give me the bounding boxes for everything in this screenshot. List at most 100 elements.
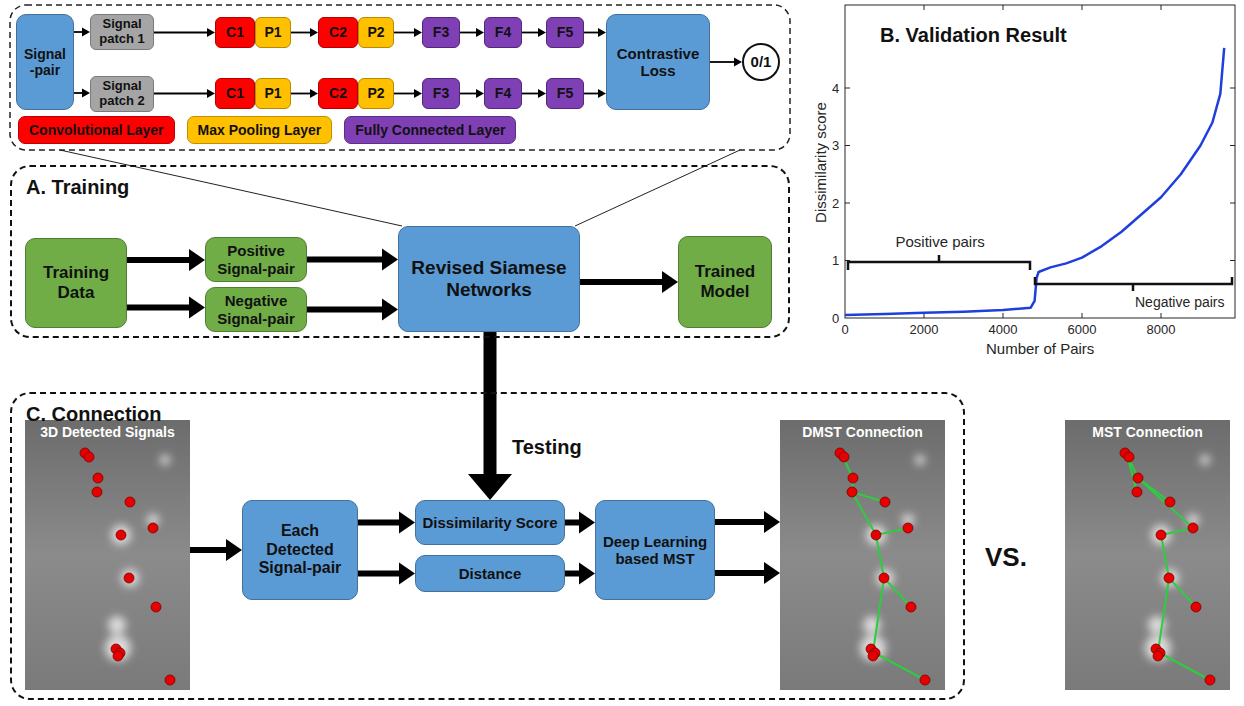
legend-swatch: Convolutional Layer (18, 116, 175, 144)
flow-arrow (127, 297, 205, 319)
tick-label: 2 (832, 196, 839, 211)
box-label: F3 (426, 24, 456, 40)
process-box: Distance (415, 555, 565, 592)
box-label: C2 (322, 24, 354, 40)
tick-label: 6000 (1068, 322, 1097, 337)
fc-layer-box: F5 (546, 78, 584, 109)
data-box: Trained Model (678, 236, 772, 328)
box-label: A. Training (12, 167, 788, 199)
flow-arrow (715, 511, 780, 533)
pool-layer-box: P2 (358, 78, 394, 109)
box-label: F5 (550, 24, 580, 40)
box-label: DMST Connection (780, 424, 945, 440)
patch-box: Signal patch 1 (90, 14, 154, 50)
tick-label: 4000 (989, 322, 1018, 337)
box-label: Signal patch 1 (94, 17, 150, 47)
process-box: Signal -pair (16, 14, 74, 110)
panel-region: A. TrainingTraining Data Positive Signal-… (10, 165, 790, 338)
box-label: Deep Learning based MST (601, 533, 709, 568)
fc-layer-box: F3 (422, 78, 460, 109)
image-panel: DMST Connection (780, 420, 945, 690)
box-label: Positive Signal-pair (211, 242, 301, 277)
tick-label: 3 (832, 138, 839, 153)
fc-layer-box: F3 (422, 17, 460, 48)
validation-chart (845, 5, 1235, 318)
flow-arrow (565, 512, 595, 534)
tick-label: 0 (842, 322, 849, 337)
tick-label: 2000 (910, 322, 939, 337)
patch-box: Signal patch 2 (90, 76, 154, 112)
bracket-label: Positive pairs (896, 233, 985, 250)
flow-arrow (522, 28, 546, 37)
flow-arrow (307, 299, 398, 321)
conv-layer-box: C2 (318, 78, 358, 109)
flow-arrow (127, 249, 205, 271)
flow-arrow (307, 249, 398, 271)
fc-layer-box: F4 (484, 78, 522, 109)
box-label: Dissimilarity Score (421, 514, 559, 531)
data-box: Negative Signal-pair (205, 287, 307, 332)
detected-signals-image (25, 420, 190, 690)
pool-layer-box: P2 (358, 17, 394, 48)
data-box: Positive Signal-pair (205, 237, 307, 282)
conv-layer-box: C2 (318, 17, 358, 48)
process-box: Each Detected Signal-pair (242, 500, 358, 600)
pool-layer-box: P1 (255, 78, 291, 109)
panel-region: C. Connection3D Detected SignalsEach Det… (10, 392, 965, 700)
box-label: F4 (488, 85, 518, 101)
process-box: Revised Siamese Networks (398, 226, 580, 332)
flow-arrow (190, 539, 242, 561)
box-label: F5 (550, 85, 580, 101)
box-label: Distance (421, 565, 559, 582)
flow-arrow (291, 89, 318, 98)
flow-arrow (291, 28, 318, 37)
process-box: Dissimilarity Score (415, 500, 565, 545)
chart-title: B. Validation Result (880, 24, 1067, 47)
image-panel: MST Connection (1065, 420, 1230, 690)
process-box: Deep Learning based MST (595, 500, 715, 600)
process-box: Contrastive Loss (606, 14, 710, 110)
detail-inset-outline (10, 5, 790, 150)
box-label: Trained Model (684, 262, 766, 301)
dmst-image (780, 420, 945, 690)
box-label: P1 (259, 85, 287, 101)
axis-title: Number of Pairs (986, 340, 1094, 357)
legend-text: Max Pooling Layer (198, 122, 322, 138)
flow-arrow (565, 563, 595, 585)
box-label: F4 (488, 24, 518, 40)
flow-arrow (715, 562, 780, 584)
flow-arrow (460, 28, 484, 37)
box-label: C2 (322, 85, 354, 101)
flow-arrow (358, 512, 415, 534)
box-label: MST Connection (1065, 424, 1230, 440)
flow-arrow (710, 58, 742, 67)
conv-layer-box: C1 (215, 78, 255, 109)
box-label: 3D Detected Signals (25, 424, 190, 440)
flow-arrow (394, 89, 422, 98)
conv-layer-box: C1 (215, 17, 255, 48)
legend-text: Convolutional Layer (29, 122, 164, 138)
box-label: C1 (219, 85, 251, 101)
box-label: C1 (219, 24, 251, 40)
flow-arrow (580, 271, 678, 293)
axis-title: Dissimilarity score (811, 102, 828, 223)
flow-arrow (522, 89, 546, 98)
flow-arrow (74, 28, 90, 37)
bracket-label: Negative pairs (1135, 294, 1225, 310)
output-circle: 0/1 (742, 43, 780, 81)
flow-arrow (394, 28, 422, 37)
zoom-leader-lines (60, 150, 740, 226)
box-label: Each Detected Signal-pair (248, 522, 352, 577)
flow-arrow (358, 563, 415, 585)
box-label: Negative Signal-pair (211, 292, 301, 327)
pool-layer-box: P1 (255, 17, 291, 48)
legend-text: Fully Connected Layer (355, 122, 505, 138)
data-box: Training Data (25, 238, 127, 328)
flow-arrow (584, 89, 606, 98)
fc-layer-box: F4 (484, 17, 522, 48)
box-label: P1 (259, 24, 287, 40)
flow-arrow (154, 89, 215, 98)
flow-arrow (74, 89, 90, 98)
tick-label: 0 (832, 311, 839, 326)
legend-swatch: Fully Connected Layer (344, 116, 516, 144)
